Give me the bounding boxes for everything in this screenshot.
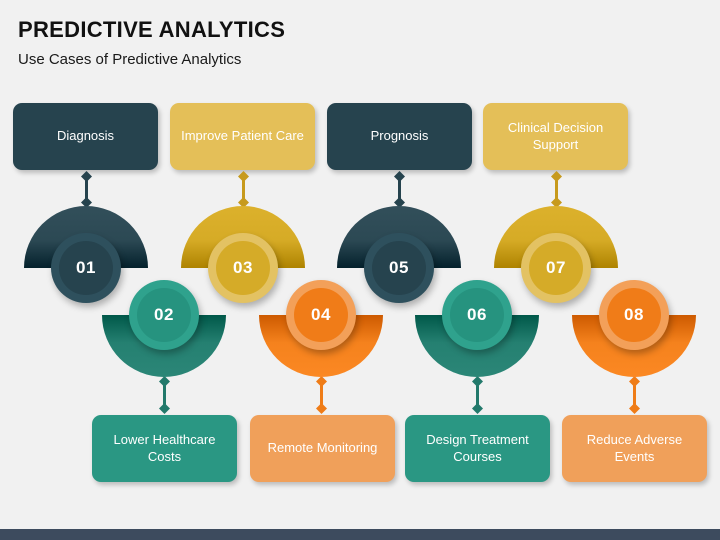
connector-02 — [159, 376, 170, 414]
node-ring: 04 — [286, 280, 356, 350]
connector-04 — [316, 376, 327, 414]
connector-diamond-bot — [629, 403, 640, 414]
footer-band — [0, 529, 720, 540]
label-box-06[interactable]: Design Treatment Courses — [405, 415, 550, 482]
connector-diamond-top — [159, 376, 170, 387]
label-box-01[interactable]: Diagnosis — [13, 103, 158, 170]
node-04[interactable]: 04 — [259, 253, 383, 377]
connector-diamond-top — [629, 376, 640, 387]
connector-diamond-top — [472, 376, 483, 387]
node-ring: 06 — [442, 280, 512, 350]
connector-08 — [629, 376, 640, 414]
node-ring: 07 — [521, 233, 591, 303]
connector-01 — [81, 171, 92, 208]
node-ring: 03 — [208, 233, 278, 303]
node-07[interactable]: 07 — [494, 206, 618, 330]
header: PREDICTIVE ANALYTICS Use Cases of Predic… — [18, 17, 286, 69]
connector-diamond-top — [394, 171, 405, 182]
label-box-text: Prognosis — [370, 128, 429, 144]
label-box-text: Clinical Decision Support — [507, 120, 604, 152]
label-box-07[interactable]: Clinical Decision Support — [483, 103, 628, 170]
connector-07 — [551, 171, 562, 208]
label-box-05[interactable]: Prognosis — [327, 103, 472, 170]
page-subtitle: Use Cases of Predictive Analytics — [18, 51, 242, 69]
connector-diamond-bot — [238, 197, 249, 208]
node-03[interactable]: 03 — [181, 206, 305, 330]
connector-stem — [555, 175, 558, 204]
label-box-text: Lower Healthcare Costs — [113, 432, 216, 464]
label-box-04[interactable]: Remote Monitoring — [250, 415, 395, 482]
connector-03 — [238, 171, 249, 208]
connector-06 — [472, 376, 483, 414]
connector-diamond-bot — [316, 403, 327, 414]
node-number-badge: 02 — [137, 288, 191, 342]
label-box-text: Design Treatment Courses — [426, 432, 529, 464]
connector-diamond-top — [551, 171, 562, 182]
node-06[interactable]: 06 — [415, 253, 539, 377]
node-number-badge: 03 — [216, 241, 270, 295]
node-ring: 08 — [599, 280, 669, 350]
connector-stem — [85, 175, 88, 204]
connector-diamond-bot — [81, 197, 92, 208]
label-box-08[interactable]: Reduce Adverse Events — [562, 415, 707, 482]
connector-diamond-top — [316, 376, 327, 387]
connector-diamond-top — [238, 171, 249, 182]
connector-diamond-bot — [551, 197, 562, 208]
connector-diamond-bot — [159, 403, 170, 414]
label-box-02[interactable]: Lower Healthcare Costs — [92, 415, 237, 482]
node-08[interactable]: 08 — [572, 253, 696, 377]
label-box-text: Diagnosis — [56, 128, 115, 144]
node-02[interactable]: 02 — [102, 253, 226, 377]
label-box-text: Remote Monitoring — [267, 440, 378, 456]
node-ring: 02 — [129, 280, 199, 350]
connector-stem — [163, 380, 166, 410]
node-number-badge: 05 — [372, 241, 426, 295]
label-box-text: Reduce Adverse Events — [586, 432, 683, 464]
connector-stem — [633, 380, 636, 410]
node-ring: 05 — [364, 233, 434, 303]
connector-stem — [242, 175, 245, 204]
connector-stem — [398, 175, 401, 204]
node-05[interactable]: 05 — [337, 206, 461, 330]
label-box-text: Improve Patient Care — [181, 128, 304, 144]
node-ring: 01 — [51, 233, 121, 303]
node-number-badge: 07 — [529, 241, 583, 295]
connector-diamond-bot — [394, 197, 405, 208]
node-number-badge: 04 — [294, 288, 348, 342]
connector-stem — [320, 380, 323, 410]
node-01[interactable]: 01 — [24, 206, 148, 330]
node-number-badge: 06 — [450, 288, 504, 342]
node-number-badge: 08 — [607, 288, 661, 342]
connector-diamond-bot — [472, 403, 483, 414]
page-title: PREDICTIVE ANALYTICS — [18, 17, 286, 42]
connector-diamond-top — [81, 171, 92, 182]
connector-05 — [394, 171, 405, 208]
node-number-badge: 01 — [59, 241, 113, 295]
connector-stem — [476, 380, 479, 410]
label-box-03[interactable]: Improve Patient Care — [170, 103, 315, 170]
